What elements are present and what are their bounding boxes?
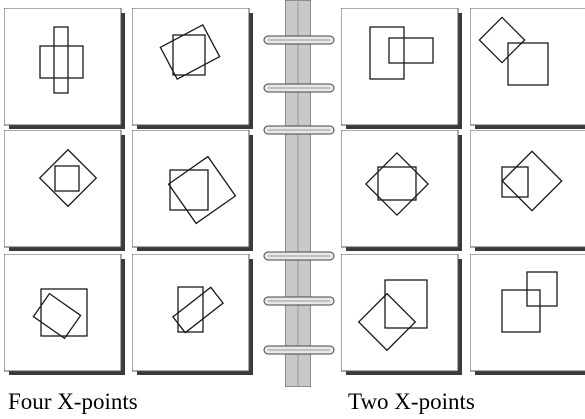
binder-ring bbox=[263, 345, 335, 355]
binder-ring bbox=[263, 83, 335, 93]
panel-four-x-6 bbox=[132, 254, 257, 379]
panel-four-x-2 bbox=[132, 8, 257, 133]
caption-four-x-points: Four X-points bbox=[8, 389, 138, 414]
panel-four-x-1 bbox=[4, 8, 129, 133]
panel-four-x-3 bbox=[4, 130, 129, 255]
panel-four-x-5 bbox=[4, 254, 129, 379]
binder-rings bbox=[263, 35, 335, 355]
panel-two-x-1 bbox=[341, 8, 466, 133]
panel-four-x-4 bbox=[132, 130, 257, 255]
panel-two-x-5 bbox=[341, 254, 466, 379]
binder-ring bbox=[263, 35, 335, 45]
binder-ring bbox=[263, 296, 335, 306]
binder-ring bbox=[263, 125, 335, 135]
panel-two-x-6 bbox=[470, 254, 585, 379]
panel-two-x-3 bbox=[341, 130, 466, 255]
binder-ring bbox=[263, 251, 335, 261]
panel-two-x-2 bbox=[470, 8, 585, 133]
caption-two-x-points: Two X-points bbox=[348, 389, 475, 414]
binder-spine bbox=[285, 0, 311, 387]
panel-two-x-4 bbox=[470, 130, 585, 255]
